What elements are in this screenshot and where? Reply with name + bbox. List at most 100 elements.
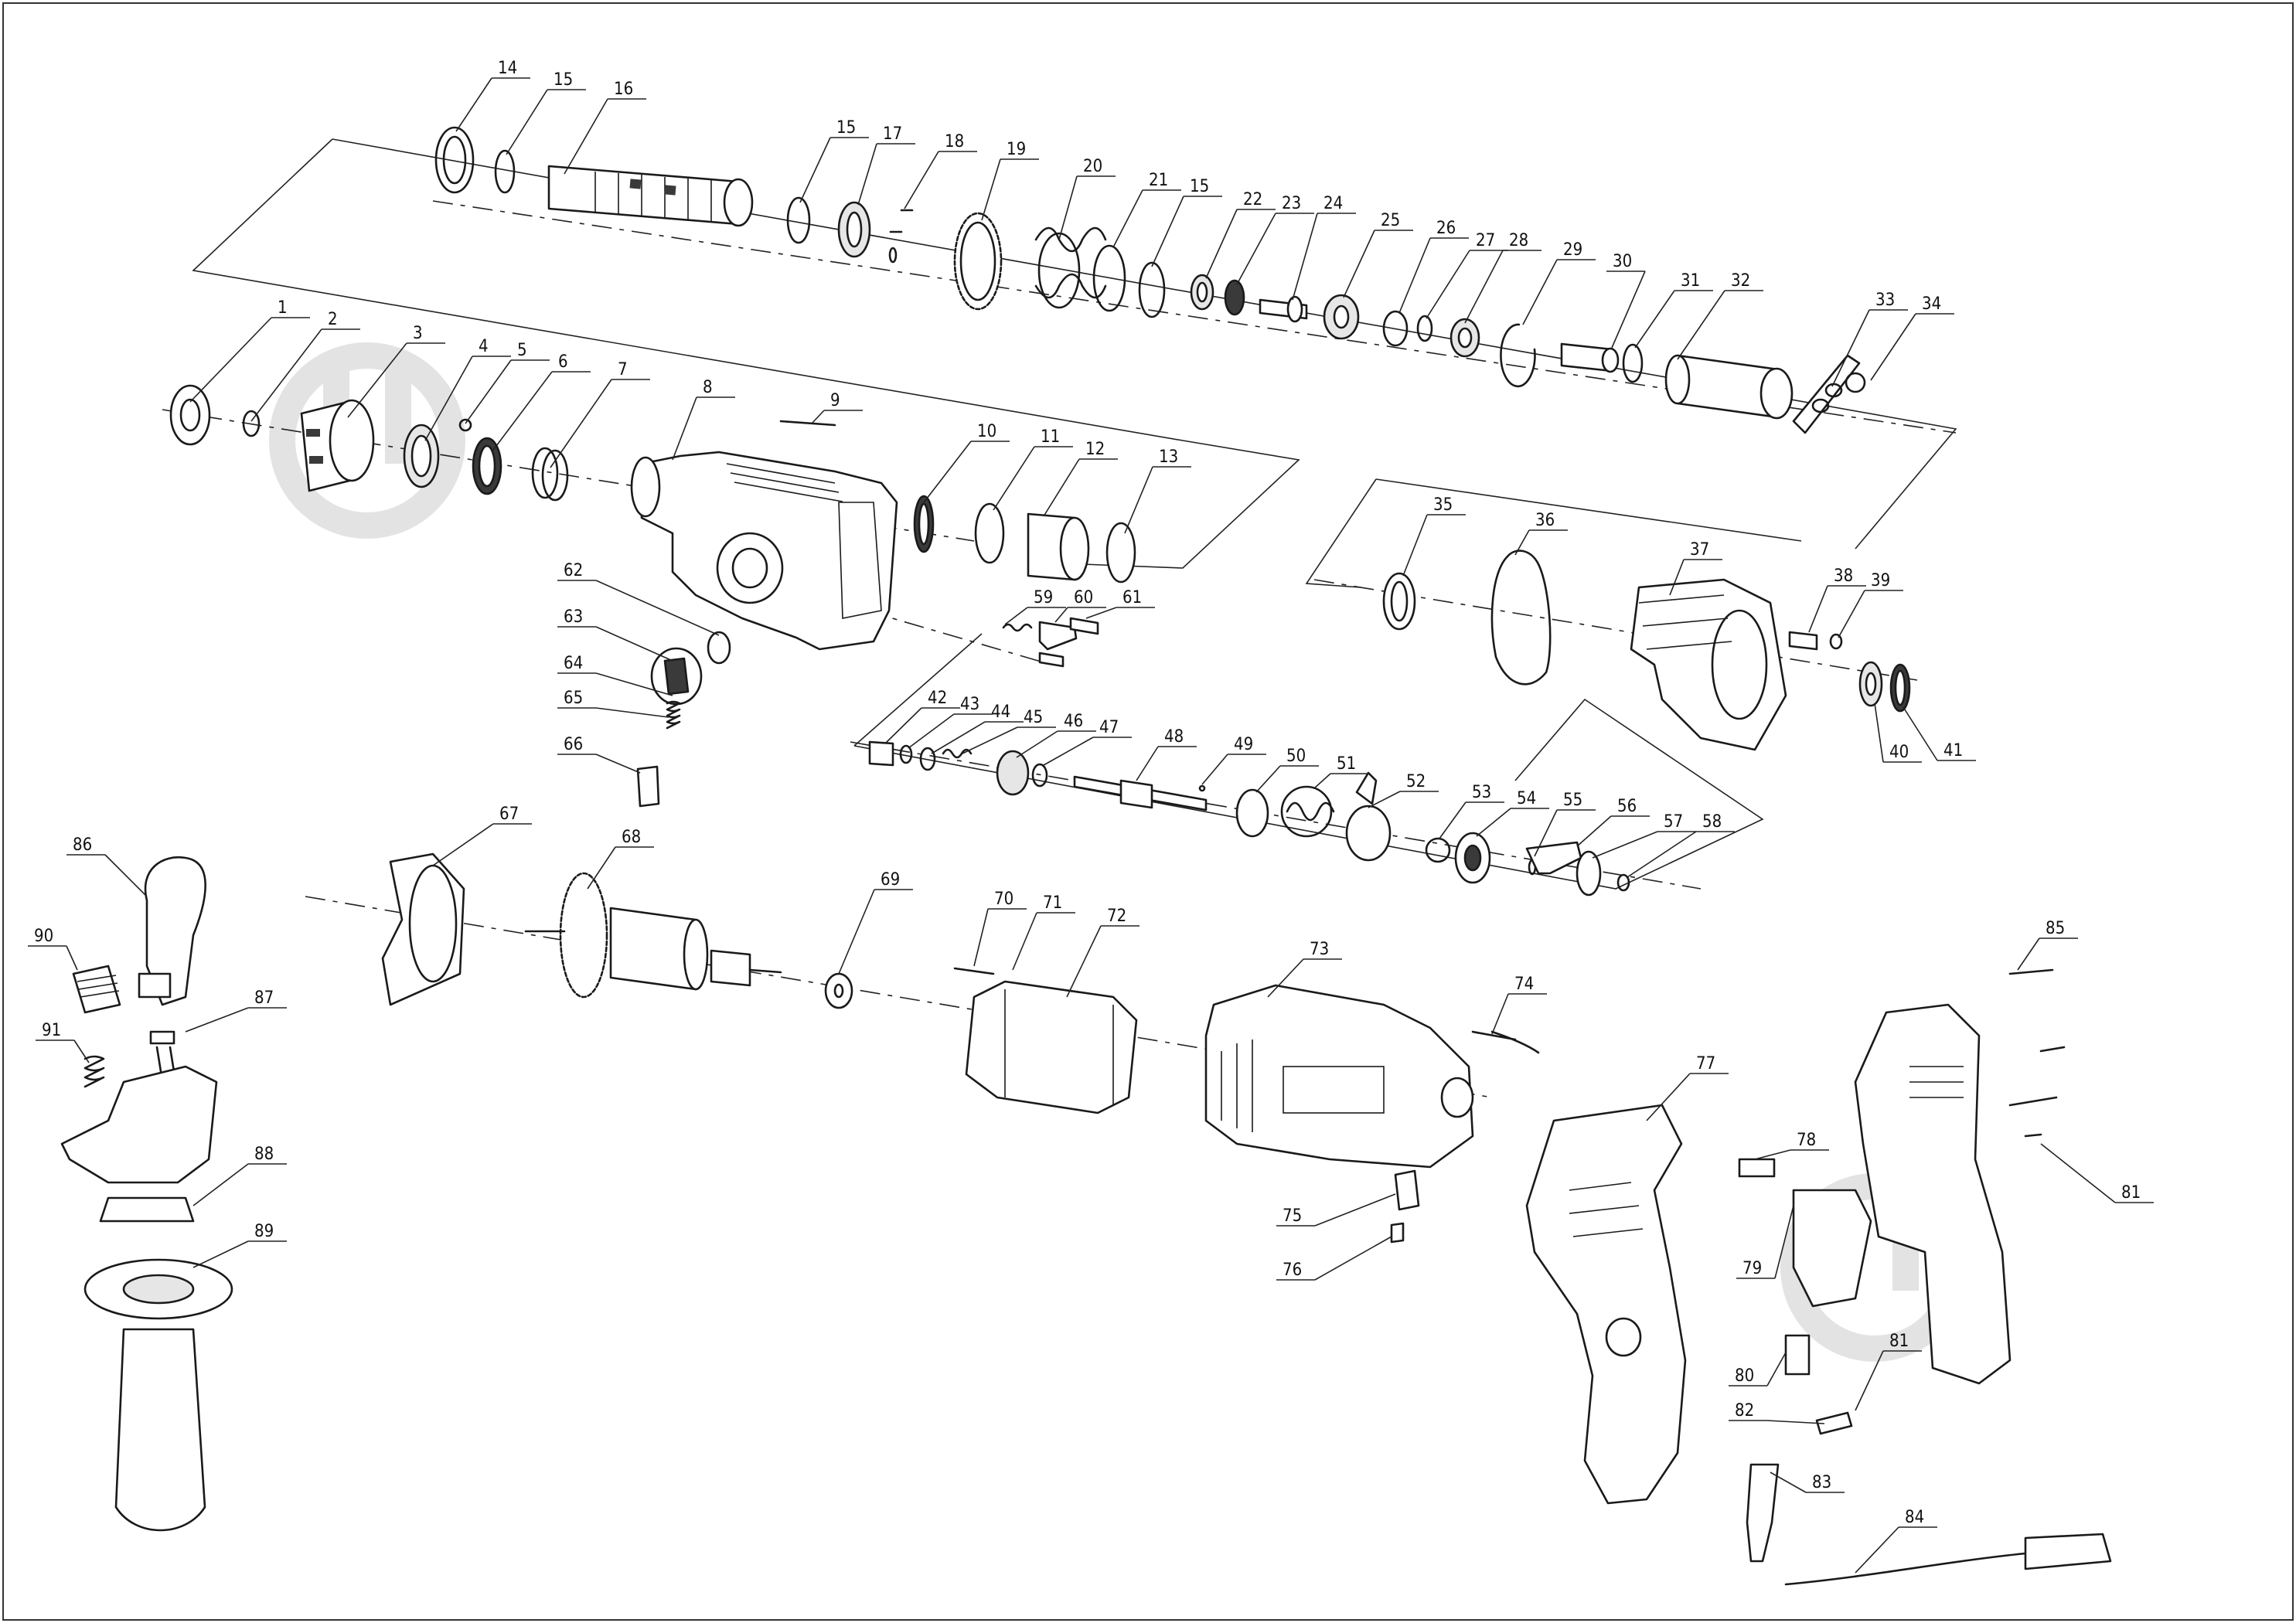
callout-leader xyxy=(1534,809,1558,857)
callout-number: 14 xyxy=(498,59,517,78)
callout-leader xyxy=(1831,309,1870,387)
callout-leader xyxy=(838,889,875,975)
callout-leader xyxy=(1313,773,1331,789)
callout-number: 50 xyxy=(1286,747,1306,766)
callout-number: 80 xyxy=(1735,1366,1754,1386)
callout-leader xyxy=(1491,993,1509,1035)
callout-leader xyxy=(1766,1420,1825,1424)
callout-number: 27 xyxy=(1476,231,1495,250)
callout-number: 73 xyxy=(1310,940,1329,959)
callout-number: 58 xyxy=(1702,812,1722,832)
callout-leader xyxy=(1903,706,1938,761)
callout-leader xyxy=(1343,230,1375,298)
callout-number: 37 xyxy=(1690,540,1709,560)
callout-number: 78 xyxy=(1797,1131,1816,1150)
callout-leader xyxy=(1136,746,1159,781)
callout-number: 83 xyxy=(1812,1473,1831,1492)
callout-number: 33 xyxy=(1875,291,1895,310)
callout-leader xyxy=(973,908,989,967)
callout-leader xyxy=(904,151,939,209)
callout-number: 15 xyxy=(836,118,856,138)
callout-leader xyxy=(884,707,922,744)
callout-leader xyxy=(1314,1236,1392,1281)
callout-number: 45 xyxy=(1024,708,1043,727)
callout-leader xyxy=(1058,175,1078,240)
callout-number: 15 xyxy=(1190,177,1209,196)
callout-leader xyxy=(1754,1149,1791,1160)
callout-number: 31 xyxy=(1681,271,1700,291)
callout-number: 19 xyxy=(1007,140,1026,159)
callout-number: 72 xyxy=(1107,907,1126,926)
callout-leader xyxy=(1592,831,1658,859)
callout-leader xyxy=(981,158,1001,221)
callout-leader xyxy=(564,98,608,175)
callout-leader xyxy=(1627,831,1697,878)
callout-leader xyxy=(1476,808,1511,837)
callout-leader xyxy=(192,1240,249,1268)
callout-leader xyxy=(1112,189,1143,248)
callout-number: 6 xyxy=(558,352,568,372)
callout-number: 68 xyxy=(622,828,641,847)
callout-number: 22 xyxy=(1243,190,1262,209)
callout-number: 18 xyxy=(945,132,964,151)
callout-number: 62 xyxy=(564,561,583,580)
callout-number: 16 xyxy=(614,80,633,99)
callout-number: 88 xyxy=(254,1145,274,1164)
callout-number: 35 xyxy=(1433,495,1453,515)
callout-leader xyxy=(491,371,553,453)
callout-number: 64 xyxy=(564,654,583,673)
callout-leader xyxy=(1808,585,1828,633)
callout-leader xyxy=(1634,290,1675,349)
callout-leader xyxy=(1004,607,1028,625)
callout-number: 82 xyxy=(1735,1401,1754,1421)
callout-number: 29 xyxy=(1563,240,1582,260)
intermediate-shaft xyxy=(868,740,1630,897)
callout-leader xyxy=(192,1163,249,1206)
callout-number: 7 xyxy=(618,360,628,379)
callout-number: 77 xyxy=(1696,1054,1715,1073)
callout-number: 76 xyxy=(1283,1261,1302,1280)
callout-leader xyxy=(1611,270,1646,349)
callout-number: 40 xyxy=(1889,743,1909,762)
callout-number: 70 xyxy=(994,890,1013,909)
callout-number: 21 xyxy=(1149,171,1168,190)
callout-leader xyxy=(1151,196,1184,267)
cylinder-seals xyxy=(1382,550,1911,751)
callout-leader xyxy=(595,672,673,696)
callout-leader xyxy=(595,707,669,718)
callout-leader xyxy=(1236,213,1276,285)
callout-leader xyxy=(1439,801,1467,839)
callout-number: 2 xyxy=(328,310,338,329)
callout-number: 28 xyxy=(1509,231,1528,250)
callout-number: 34 xyxy=(1922,294,1941,314)
callout-leader xyxy=(424,356,473,441)
motor-assembly xyxy=(381,852,1540,1244)
callout-leader xyxy=(189,317,272,403)
callout-number: 66 xyxy=(564,735,583,754)
callout-leader xyxy=(2017,937,2040,971)
callout-number: 53 xyxy=(1472,783,1491,802)
callout-number: 3 xyxy=(413,324,423,343)
callout-number: 10 xyxy=(977,422,996,441)
callout-leader xyxy=(506,89,548,155)
callout-leader xyxy=(1770,1472,1807,1493)
callout-number: 4 xyxy=(479,337,489,356)
callout-leader xyxy=(104,854,148,897)
bearings-10-13 xyxy=(913,495,1136,584)
callout-leader xyxy=(908,713,955,749)
callout-leader xyxy=(1576,815,1612,847)
callout-number: 90 xyxy=(34,927,53,946)
callout-leader xyxy=(1646,1073,1691,1121)
callout-leader xyxy=(1368,791,1401,808)
callout-leader xyxy=(1054,607,1068,623)
callout-number: 79 xyxy=(1742,1259,1762,1278)
callout-number: 42 xyxy=(928,689,947,708)
callout-number: 12 xyxy=(1085,440,1105,459)
callout-leader xyxy=(1016,730,1058,758)
callout-number: 47 xyxy=(1099,718,1119,737)
callout-leader xyxy=(811,410,825,424)
callout-number: 41 xyxy=(1943,741,1963,760)
callout-leader xyxy=(672,396,697,461)
